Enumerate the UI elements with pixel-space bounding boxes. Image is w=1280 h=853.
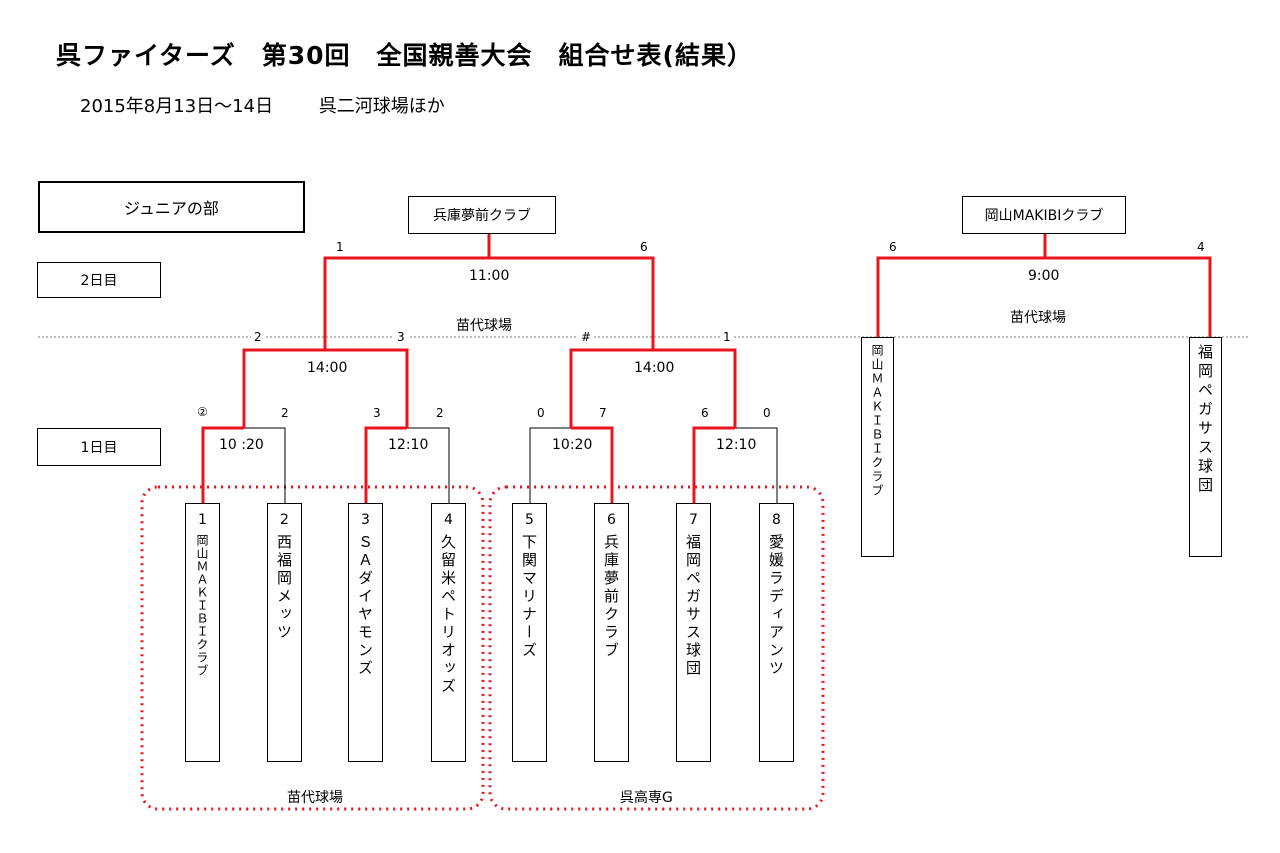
- day1-label: 1日目: [37, 428, 161, 466]
- r1-game3-score-left: 0: [537, 406, 545, 420]
- r1-game4-lines: [692, 426, 778, 503]
- r2-right-time: 14:00: [634, 360, 675, 376]
- r2-left-time: 14:00: [307, 360, 348, 376]
- final-right-lines: [876, 234, 1212, 337]
- final-right-team-left: 岡山ＭＡＫＩＢＩクラブ: [861, 337, 894, 557]
- team-seed: 8: [772, 512, 781, 528]
- team-box-3: 3 ＳＡダイヤモンズ: [348, 503, 383, 762]
- event-venue: 呉二河球場ほか: [318, 96, 445, 117]
- division-label: ジュニアの部: [38, 181, 305, 233]
- team-name: 福岡ペガサス球団: [1196, 344, 1214, 496]
- r2-left-lines: [242, 348, 409, 428]
- team-seed: 7: [689, 512, 698, 528]
- final-right-score-left: 6: [889, 240, 897, 254]
- r1-game4-time: 12:10: [716, 437, 757, 453]
- team-name: 岡山ＭＡＫＩＢＩクラブ: [870, 344, 884, 498]
- r1-game3-score-right: 7: [599, 406, 607, 420]
- r2-left-score-right: 3: [394, 330, 408, 344]
- venue-group-left-border: [140, 485, 485, 811]
- r1-game2-time: 12:10: [388, 437, 429, 453]
- final-left-lines: [323, 234, 655, 350]
- winner-right-box: 岡山MAKIBIクラブ: [962, 196, 1126, 234]
- team-box-4: 4 久留米ペトリオッズ: [431, 503, 466, 762]
- team-box-6: 6 兵庫夢前クラブ: [594, 503, 629, 762]
- team-box-1: 1 岡山ＭＡＫＩＢＩクラブ: [185, 503, 220, 762]
- team-name: 岡山ＭＡＫＩＢＩクラブ: [195, 534, 209, 677]
- event-date: 2015年8月13日～14日: [80, 96, 274, 117]
- team-seed: 1: [198, 512, 207, 528]
- page-title: 呉ファイターズ 第30回 全国親善大会 組合せ表(結果）: [56, 41, 753, 70]
- venue-group-left-label: 苗代球場: [287, 790, 343, 806]
- team-box-2: 2 西福岡メッツ: [267, 503, 302, 762]
- team-name: 久留米ペトリオッズ: [439, 534, 457, 696]
- day2-label: 2日目: [37, 262, 161, 298]
- r1-game1-lines: [201, 426, 286, 503]
- team-seed: 6: [607, 512, 616, 528]
- final-right-team-right: 福岡ペガサス球団: [1189, 337, 1222, 557]
- team-box-5: 5 下関マリナーズ: [512, 503, 547, 762]
- r2-left-score-left: 2: [251, 330, 265, 344]
- r2-right-lines: [569, 348, 737, 428]
- page-subtitle: 2015年8月13日～14日 呉二河球場ほか: [80, 92, 445, 118]
- r2-right-score-left: #: [578, 330, 595, 344]
- team-seed: 5: [525, 512, 534, 528]
- team-box-8: 8 愛媛ラディアンツ: [759, 503, 794, 762]
- r1-game3-time: 10:20: [552, 437, 593, 453]
- team-name: 兵庫夢前クラブ: [602, 534, 620, 660]
- venue-group-right-label: 呉高専G: [620, 790, 673, 806]
- winner-left-box: 兵庫夢前クラブ: [408, 196, 556, 234]
- r1-game2-lines: [364, 426, 450, 503]
- team-name: 福岡ペガサス球団: [684, 534, 702, 678]
- team-seed: 4: [444, 512, 453, 528]
- r1-game1-time: 10 :20: [219, 437, 264, 453]
- r2-right-score-right: 1: [720, 330, 734, 344]
- r1-game4-score-left: 6: [701, 406, 709, 420]
- venue-group-right-border: [488, 485, 825, 811]
- final-left-score-right: 6: [640, 240, 648, 254]
- final-right-time: 9:00: [1028, 268, 1060, 284]
- team-box-7: 7 福岡ペガサス球団: [676, 503, 711, 762]
- final-left-time: 11:00: [469, 268, 510, 284]
- team-seed: 3: [361, 512, 370, 528]
- team-seed: 2: [280, 512, 289, 528]
- team-name: 愛媛ラディアンツ: [767, 534, 785, 678]
- r1-game2-score-right: 2: [436, 406, 444, 420]
- final-right-venue: 苗代球場: [1010, 310, 1066, 326]
- final-left-venue: 苗代球場: [456, 318, 512, 334]
- team-name: 下関マリナーズ: [520, 534, 538, 660]
- r1-game3-lines: [529, 426, 614, 503]
- final-left-score-left: 1: [336, 240, 344, 254]
- team-name: ＳＡダイヤモンズ: [356, 534, 374, 678]
- r1-game1-score-left: ②: [197, 405, 208, 419]
- r1-game4-score-right: 0: [763, 406, 771, 420]
- final-right-score-right: 4: [1197, 240, 1205, 254]
- r1-game1-score-right: 2: [281, 406, 289, 420]
- r1-game2-score-left: 3: [373, 406, 381, 420]
- team-name: 西福岡メッツ: [275, 534, 293, 642]
